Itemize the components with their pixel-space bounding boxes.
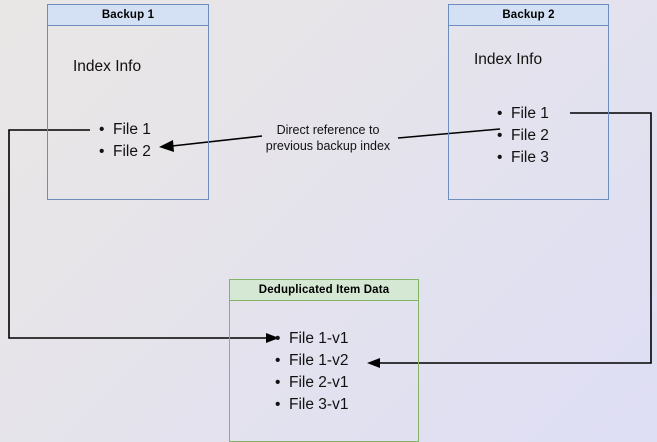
node-backup2-item-list: File 1 File 2 File 3 xyxy=(497,103,549,169)
list-item: File 2 xyxy=(497,125,549,147)
node-backup1-body[interactable] xyxy=(47,4,209,200)
list-item: File 1-v1 xyxy=(275,328,348,350)
list-item: File 1-v2 xyxy=(275,350,348,372)
node-backup2-body[interactable] xyxy=(448,4,609,200)
node-backup1-index-label: Index Info xyxy=(73,58,142,75)
list-item: File 3 xyxy=(497,147,549,169)
list-item: File 1 xyxy=(497,103,549,125)
node-backup2-index-label: Index Info xyxy=(474,51,543,68)
node-backup2-header[interactable]: Backup 2 xyxy=(448,4,609,26)
node-backup1-item-list: File 1 File 2 xyxy=(99,119,151,163)
node-dedup-header[interactable]: Deduplicated Item Data xyxy=(229,279,419,301)
list-item: File 2-v1 xyxy=(275,372,348,394)
list-item: File 1 xyxy=(99,119,151,141)
node-dedup-item-list: File 1-v1 File 1-v2 File 2-v1 File 3-v1 xyxy=(275,328,348,416)
list-item: File 2 xyxy=(99,141,151,163)
node-backup1-header[interactable]: Backup 1 xyxy=(47,4,209,26)
list-item: File 3-v1 xyxy=(275,394,348,416)
annotation-direct-reference: Direct reference to previous backup inde… xyxy=(265,123,391,153)
